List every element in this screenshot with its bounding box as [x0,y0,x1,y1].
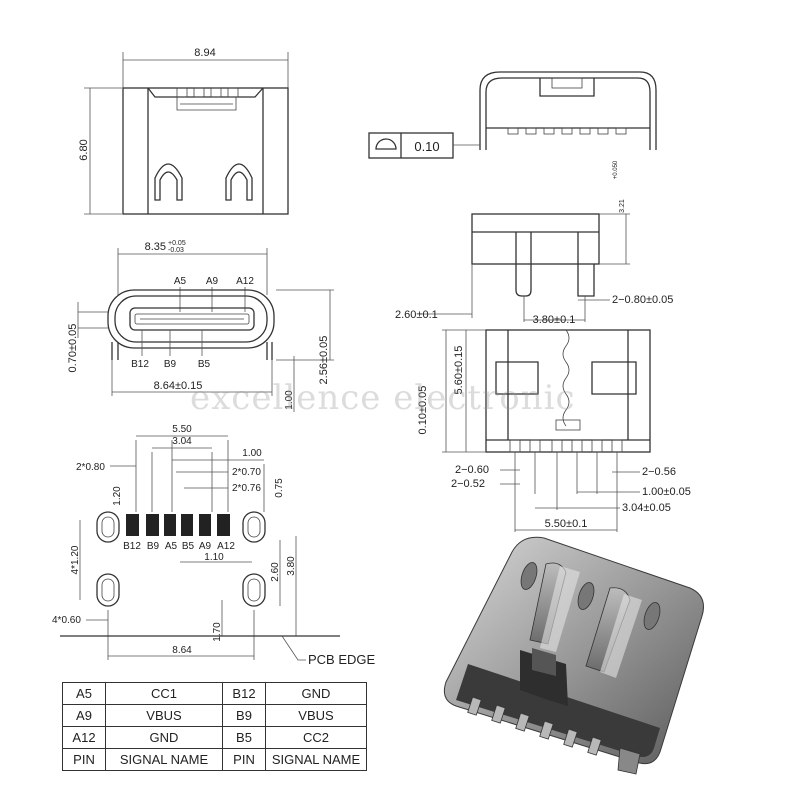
side-center-dim: 3.80±0.1 [533,314,576,326]
bottom-pins [509,439,623,453]
side-pin-dim: 2−0.80±0.05 [612,294,673,306]
bottom-pitch-b: 3.04±0.05 [622,502,671,514]
front-tol-upper: +0.05 [168,240,186,247]
side-tol-upper: +0.050 [613,160,619,179]
bottom-pitch-a: 1.00±0.05 [642,486,691,498]
pcb-footprint: 5.50 3.04 1.00 2*0.70 2*0.76 2*0.80 1.20… [52,424,376,667]
signal-cell: GND [105,726,223,749]
front-tol-lower: -0.03 [168,247,184,254]
fp-gap: 1.10 [204,552,224,563]
fp-slot-w: 2*0.80 [76,462,105,473]
signal-cell: GND [265,682,367,705]
flatness-value: 0.10 [414,139,439,154]
signal-cell: CC2 [265,726,367,749]
fp-hole-left [96,573,120,607]
fp-hole-dim: 4*0.60 [52,615,81,626]
bottom-pad-left-a: 2−0.60 [455,464,489,476]
bottom-pitch-c: 5.50±0.1 [545,518,588,530]
front-overall-height-dim: 2.56±0.05 [318,336,330,385]
fp-hole-pitch: 4*1.20 [70,545,81,574]
pin-label-a5: A5 [174,276,187,287]
fp-h-c: 1.70 [212,622,223,642]
side-left-dim: 2.60±0.1 [395,309,438,321]
bottom-length-dim: 5.60±0.15 [453,346,465,395]
pin-cell: A5 [62,682,106,705]
fp-hole-right [242,573,266,607]
side-profile-view [479,71,657,150]
signal-cell: VBUS [105,704,223,727]
pin-cell: B9 [222,704,266,727]
fp-span-a: 5.50 [172,424,192,435]
pin-cell: B12 [222,682,266,705]
flatness-callout: 0.10 [368,132,480,159]
front-leg-dim: 1.00 [284,390,295,410]
fp-pad-h2: 0.75 [274,478,285,498]
watermark: excellence electronic [190,378,576,418]
fp-pad-w-a: 2*0.70 [232,467,261,478]
fp-pin-b5: B5 [182,541,195,552]
fp-pad-w-b: 2*0.76 [232,483,261,494]
top-width-dim: 8.94 [194,47,215,59]
bottom-pad-right: 2−0.56 [642,466,676,478]
front-height-dim: 0.70±0.05 [67,324,79,373]
pin-header: PIN [222,748,266,771]
fp-pads [126,514,230,536]
table-row: A12 GND B5 CC2 [62,726,367,749]
fp-pin-b12: B12 [123,541,141,552]
pin-label-b9: B9 [164,359,177,370]
signal-cell: VBUS [265,704,367,727]
connector-leads [467,696,602,756]
connector-photo [443,536,704,775]
fp-slot-right [242,511,266,543]
pcb-edge-label: PCB EDGE [308,652,376,667]
front-view: 8.35 +0.05 -0.03 A5 A9 A12 0.70±0.05 B12… [67,240,334,412]
pin-label-a9: A9 [206,276,219,287]
pin-label-b12: B12 [131,359,149,370]
flatness-icon [375,138,397,150]
front-inner-width-dim: 8.35 [145,241,166,253]
pin-cell: A12 [62,726,106,749]
fp-h-a: 2.60 [270,562,281,582]
side-view: 3.21 +0.050 2−0.80±0.05 2.60±0.1 3.80±0.… [395,160,673,326]
pin-label-a12: A12 [236,276,254,287]
pin-label-b5: B5 [198,359,211,370]
pin-table: A5 CC1 B12 GND A9 VBUS B9 VBUS A12 GND B… [62,682,367,771]
fp-pitch: 1.00 [242,448,262,459]
bottom-offset-dim: 0.10±0.05 [417,386,429,435]
pin-cell: B5 [222,726,266,749]
table-row: A9 VBUS B9 VBUS [62,704,367,727]
top-pins [176,87,239,98]
fp-pad-h: 1.20 [112,486,123,506]
fp-total-w: 8.64 [172,645,192,656]
fp-pin-a5: A5 [165,541,178,552]
fp-pin-a9: A9 [199,541,212,552]
fp-slot-left [96,511,120,543]
pin-cell: A9 [62,704,106,727]
table-header-row: PIN SIGNAL NAME PIN SIGNAL NAME [62,748,367,771]
signal-header: SIGNAL NAME [265,748,367,771]
bottom-view: 0.10±0.05 5.60±0.15 2−0.60 2−0.52 2−0.56… [417,329,691,532]
fp-pin-b9: B9 [147,541,160,552]
side-pins [507,127,627,135]
bottom-pad-left-b: 2−0.52 [451,478,485,490]
top-height-dim: 6.80 [78,139,90,160]
fp-pin-a12: A12 [217,541,235,552]
pin-header: PIN [62,748,106,771]
side-height-dim: 3.21 [619,199,626,213]
signal-cell: CC1 [105,682,223,705]
table-row: A5 CC1 B12 GND [62,682,367,705]
fp-span-b: 3.04 [172,436,192,447]
signal-header: SIGNAL NAME [105,748,223,771]
fp-h-b: 3.80 [286,556,297,576]
front-leg-span-dim: 8.64±0.15 [154,380,203,392]
top-view: 8.94 6.80 [78,47,289,215]
